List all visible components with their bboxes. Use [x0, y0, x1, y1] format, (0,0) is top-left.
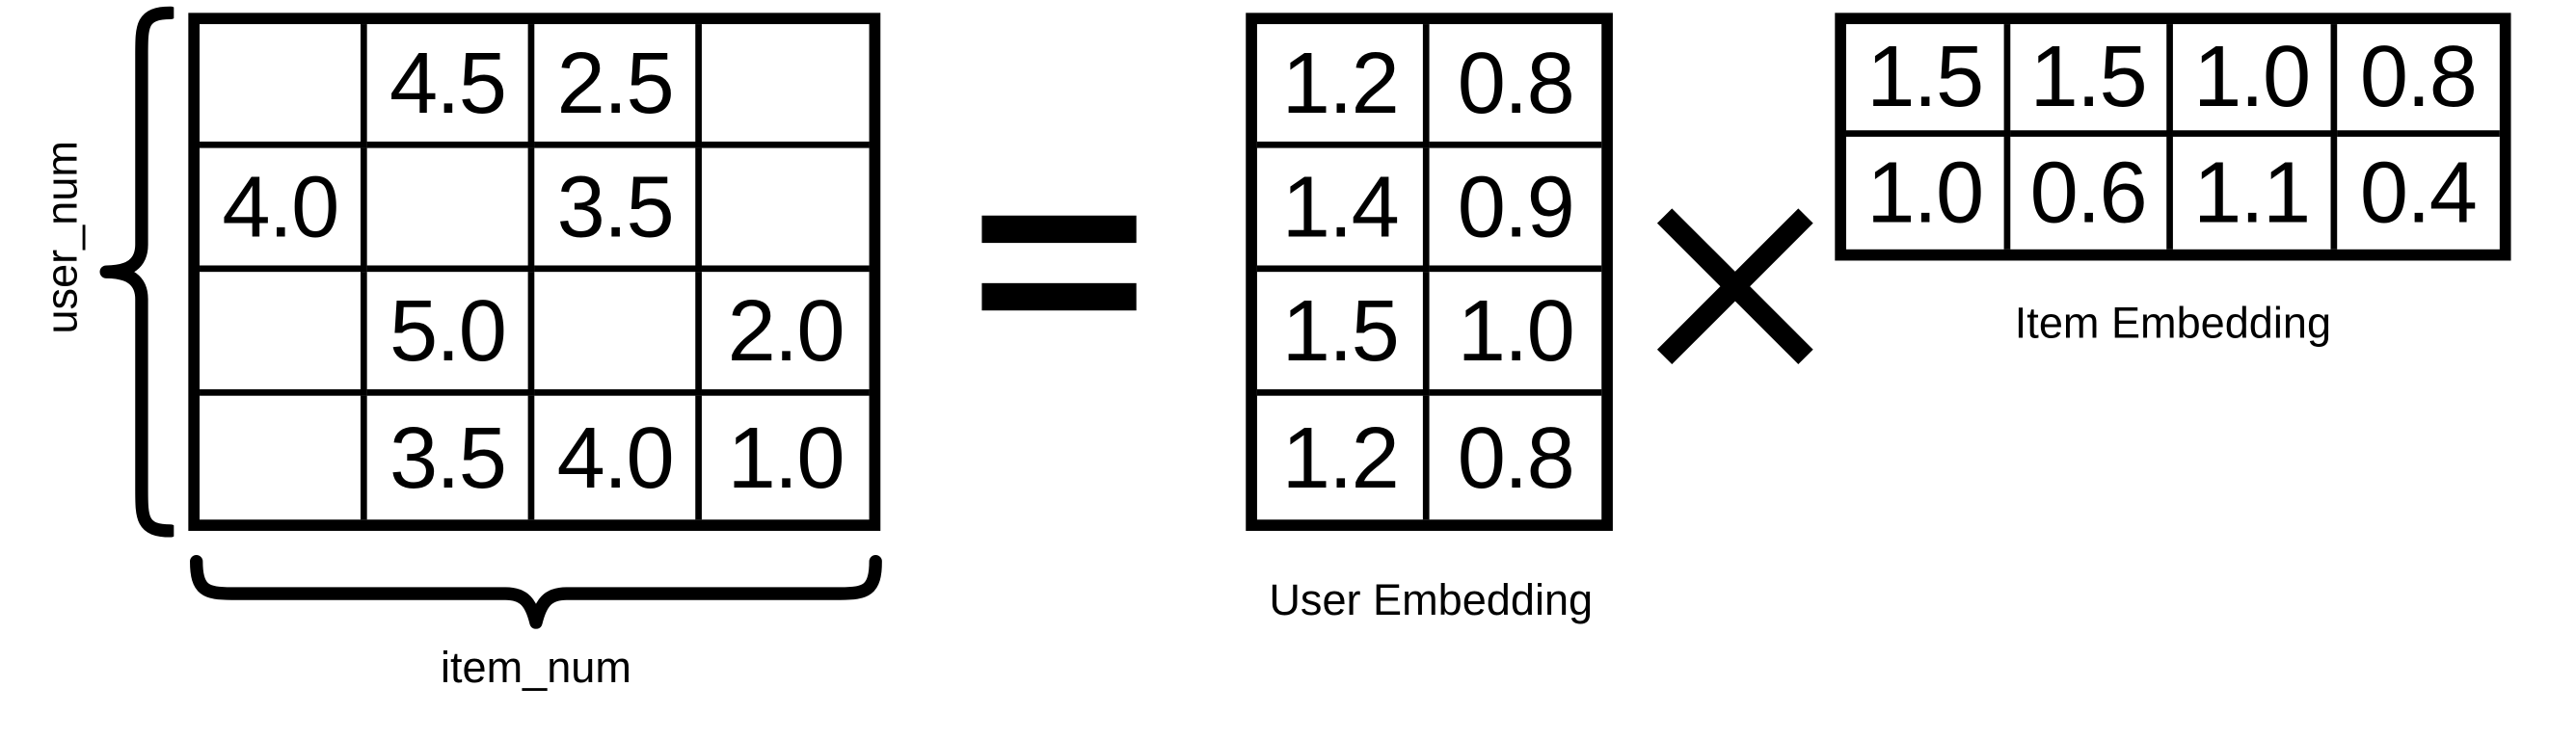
rating-cell-r4c1 — [200, 395, 367, 520]
multiply-sign-icon — [1656, 208, 1813, 365]
rating-cell-r3c3 — [534, 272, 702, 396]
rating-cell-r2c1: 4.0 — [200, 147, 367, 273]
equals-bar-top — [981, 215, 1137, 244]
user-emb-cell-r1c1: 1.2 — [1256, 24, 1430, 148]
user-embedding-caption: User Embedding — [1269, 575, 1594, 624]
user-num-label: user_num — [38, 141, 87, 334]
rating-cell-r4c4: 1.0 — [727, 409, 845, 507]
user-emb-cell-r3c1: 1.5 — [1256, 272, 1430, 396]
user-emb-cell-r2c2: 0.9 — [1429, 148, 1602, 273]
user-emb-cell-r2c1: 1.4 — [1256, 147, 1430, 273]
item-num-label: item_num — [440, 643, 631, 692]
user-num-brace-icon — [99, 6, 174, 538]
rating-cell-r2c2 — [366, 147, 535, 273]
item-emb-cell-r2c4: 0.4 — [2359, 145, 2478, 242]
user-embedding-matrix: 1.2 0.8 1.4 0.9 1.5 1.0 1.2 0.8 — [1246, 13, 1613, 531]
rating-cell-r4c2: 3.5 — [367, 395, 535, 520]
rating-cell-r4c3: 4.0 — [534, 395, 702, 520]
rating-cell-r1c4 — [701, 24, 870, 148]
item-emb-cell-r1c1: 1.5 — [1845, 24, 2010, 137]
user-emb-cell-r4c2: 0.8 — [1457, 409, 1575, 507]
user-emb-cell-r1c2: 0.8 — [1429, 24, 1602, 148]
rating-cell-r2c3: 3.5 — [534, 147, 702, 273]
equals-sign-icon — [981, 206, 1137, 329]
diagram-canvas: user_num 4.5 2.5 4.0 3.5 5.0 2.0 3.5 4.0… — [38, 6, 2511, 692]
item-emb-cell-r2c1: 1.0 — [1846, 136, 2010, 250]
item-emb-cell-r2c2: 0.6 — [2009, 136, 2173, 250]
rating-cell-r1c3: 2.5 — [534, 24, 702, 148]
rating-cell-r3c4: 2.0 — [701, 272, 870, 396]
rating-cell-r2c4 — [701, 148, 870, 273]
item-emb-cell-r1c4: 0.8 — [2336, 24, 2500, 137]
rating-cell-r1c2: 4.5 — [366, 24, 535, 148]
item-emb-cell-r1c3: 1.0 — [2172, 24, 2337, 137]
item-embedding-matrix: 1.5 1.5 1.0 0.8 1.0 0.6 1.1 0.4 — [1835, 13, 2511, 261]
user-emb-cell-r3c2: 1.0 — [1429, 272, 1602, 396]
equals-bar-bottom — [981, 282, 1137, 311]
item-num-brace-icon — [190, 555, 882, 629]
item-emb-cell-r1c2: 1.5 — [2009, 24, 2173, 137]
item-embedding-caption: Item Embedding — [2014, 299, 2332, 348]
rating-cell-r3c1 — [200, 272, 367, 396]
user-emb-cell-r4c1: 1.2 — [1257, 395, 1430, 520]
item-emb-cell-r2c3: 1.1 — [2173, 136, 2337, 250]
rating-cell-r1c1 — [200, 24, 367, 148]
rating-cell-r3c2: 5.0 — [366, 272, 535, 396]
rating-matrix: 4.5 2.5 4.0 3.5 5.0 2.0 3.5 4.0 1.0 — [188, 13, 881, 531]
